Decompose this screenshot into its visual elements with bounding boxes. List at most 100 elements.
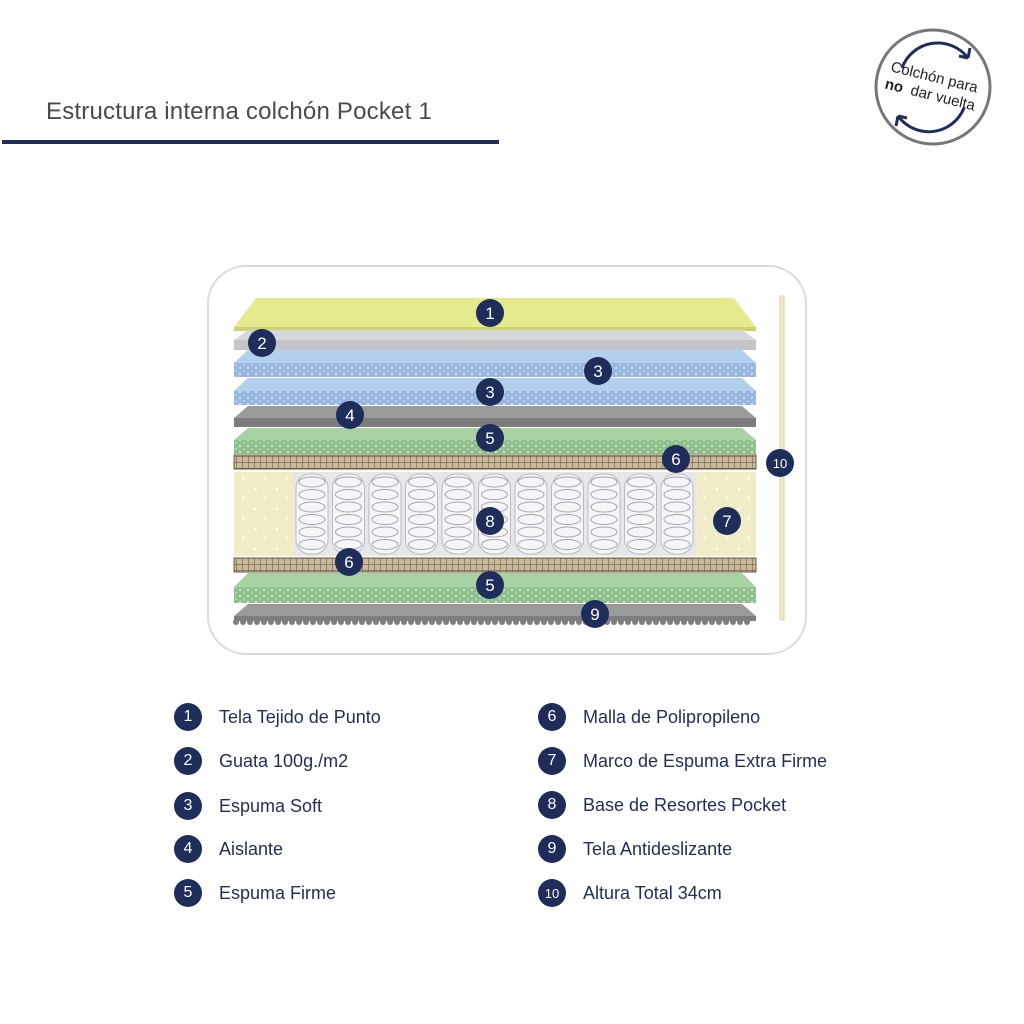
spring-coil <box>408 501 435 513</box>
spring-coil <box>590 539 618 550</box>
anti-slip-bump <box>345 619 351 625</box>
marker-3b: 3 <box>476 378 504 406</box>
spring-coil <box>590 514 618 525</box>
mattress-diagram: 1 2 3 3 4 5 6 10 7 8 6 5 9 <box>207 265 807 655</box>
anti-slip-bump <box>660 619 666 625</box>
anti-slip-bump <box>331 619 337 625</box>
svg-text:5: 5 <box>485 576 494 595</box>
marker-6b: 6 <box>335 548 363 576</box>
legend-number: 1 <box>174 703 202 731</box>
legend-label: Altura Total 34cm <box>583 882 722 903</box>
title-underline <box>2 140 499 144</box>
svg-text:2: 2 <box>257 334 266 353</box>
spring-coil <box>408 539 435 550</box>
anti-slip-bump <box>247 619 253 625</box>
marker-7: 7 <box>713 507 741 535</box>
anti-slip-bump <box>352 619 358 625</box>
anti-slip-bump <box>688 619 694 625</box>
spring-coil <box>335 489 362 500</box>
legend-item: 3 Espuma Soft <box>174 791 322 821</box>
anti-slip-bump <box>373 619 379 625</box>
spring-coil <box>517 526 545 538</box>
marker-8: 8 <box>476 507 504 535</box>
spring-coil <box>371 501 399 513</box>
marker-6a: 6 <box>662 445 690 473</box>
spring-coil <box>627 476 654 488</box>
svg-text:3: 3 <box>485 383 494 402</box>
svg-text:3: 3 <box>593 362 602 381</box>
spring-coil <box>627 514 654 525</box>
anti-slip-bump <box>464 619 470 625</box>
marker-3a: 3 <box>584 357 612 385</box>
spring-coil <box>517 489 545 500</box>
spring-coil <box>444 501 472 513</box>
anti-slip-bump <box>380 619 386 625</box>
svg-text:5: 5 <box>485 429 494 448</box>
anti-slip-bump <box>709 619 715 625</box>
spring-coil <box>554 489 581 500</box>
spring-coil <box>554 539 581 550</box>
spring-coil <box>517 539 545 550</box>
spring-coil <box>663 501 691 513</box>
anti-slip-bump <box>653 619 659 625</box>
legend-label: Marco de Espuma Extra Firme <box>583 750 828 771</box>
anti-slip-bump <box>625 619 631 625</box>
anti-slip-bump <box>268 619 274 625</box>
legend-item: 4 Aislante <box>174 834 283 864</box>
anti-slip-bump <box>527 619 533 625</box>
anti-slip-bump <box>716 619 722 625</box>
spring-coil <box>444 476 472 488</box>
svg-text:7: 7 <box>722 512 731 531</box>
anti-slip-bump <box>254 619 260 625</box>
anti-slip-bump <box>233 619 239 625</box>
spring-coil <box>298 539 326 550</box>
spring-coil <box>335 526 362 538</box>
anti-slip-bump <box>667 619 673 625</box>
legend-label: Malla de Polipropileno <box>583 706 761 727</box>
anti-slip-bump <box>646 619 652 625</box>
anti-slip-bump <box>366 619 372 625</box>
legend-item: 6 Malla de Polipropileno <box>538 702 760 732</box>
svg-text:9: 9 <box>590 605 599 624</box>
anti-slip-bump <box>282 619 288 625</box>
spring-coil <box>371 489 399 500</box>
spring-coil <box>298 476 326 488</box>
legend-item: 8 Base de Resortes Pocket <box>538 790 786 820</box>
legend-number: 4 <box>174 835 202 863</box>
anti-slip-bump <box>296 619 302 625</box>
spring-coil <box>371 539 399 550</box>
marker-10: 10 <box>766 449 794 477</box>
legend-number: 6 <box>538 703 566 731</box>
anti-slip-bump <box>492 619 498 625</box>
anti-slip-bump <box>744 619 750 625</box>
legend-number: 5 <box>174 879 202 907</box>
spring-coil <box>444 526 472 538</box>
badge-line-2-bold: no <box>883 76 905 97</box>
legend-item: 9 Tela Antideslizante <box>538 834 732 864</box>
spring-coil <box>444 539 472 550</box>
svg-text:6: 6 <box>344 553 353 572</box>
anti-slip-bump <box>548 619 554 625</box>
anti-slip-bump <box>261 619 267 625</box>
spring-coil <box>663 539 691 550</box>
anti-slip-bump <box>730 619 736 625</box>
marker-2: 2 <box>248 329 276 357</box>
anti-slip-bump <box>639 619 645 625</box>
spring-coil <box>627 501 654 513</box>
spring-coil <box>481 476 508 488</box>
page-title: Estructura interna colchón Pocket 1 <box>46 98 432 125</box>
spring-coil <box>335 476 362 488</box>
legend-label: Guata 100g./m2 <box>219 750 349 771</box>
spring-coil <box>444 489 472 500</box>
anti-slip-bump <box>429 619 435 625</box>
legend-label: Aislante <box>219 838 284 859</box>
anti-slip-bump <box>471 619 477 625</box>
layer-soft-foam-upper <box>234 350 756 363</box>
legend-label: Espuma Soft <box>219 795 323 816</box>
marker-5a: 5 <box>476 424 504 452</box>
anti-slip-bump <box>408 619 414 625</box>
spring-coil <box>663 526 691 538</box>
legend-item: 1 Tela Tejido de Punto <box>174 702 381 732</box>
anti-slip-bump <box>506 619 512 625</box>
legend-item: 5 Espuma Firme <box>174 878 336 908</box>
